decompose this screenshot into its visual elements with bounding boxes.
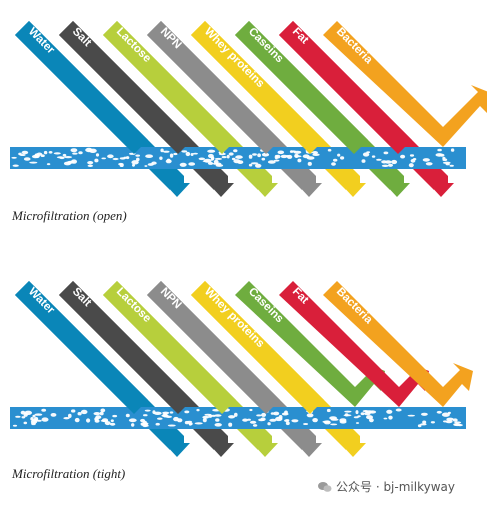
watermark-text: 公众号 · bj-milkyway	[336, 480, 455, 494]
band-bacteria-open	[323, 21, 487, 147]
band-fat-tight	[279, 281, 429, 407]
watermark: 公众号 · bj-milkyway	[318, 478, 455, 495]
caption-open: Microfiltration (open)	[12, 208, 127, 223]
caption-tight: Microfiltration (tight)	[12, 466, 126, 481]
membrane-0	[10, 147, 466, 169]
band-caseins-tight	[235, 281, 385, 407]
wechat-icon	[318, 481, 332, 492]
membrane-1	[10, 407, 466, 429]
band-bacteria-tight	[323, 281, 473, 407]
